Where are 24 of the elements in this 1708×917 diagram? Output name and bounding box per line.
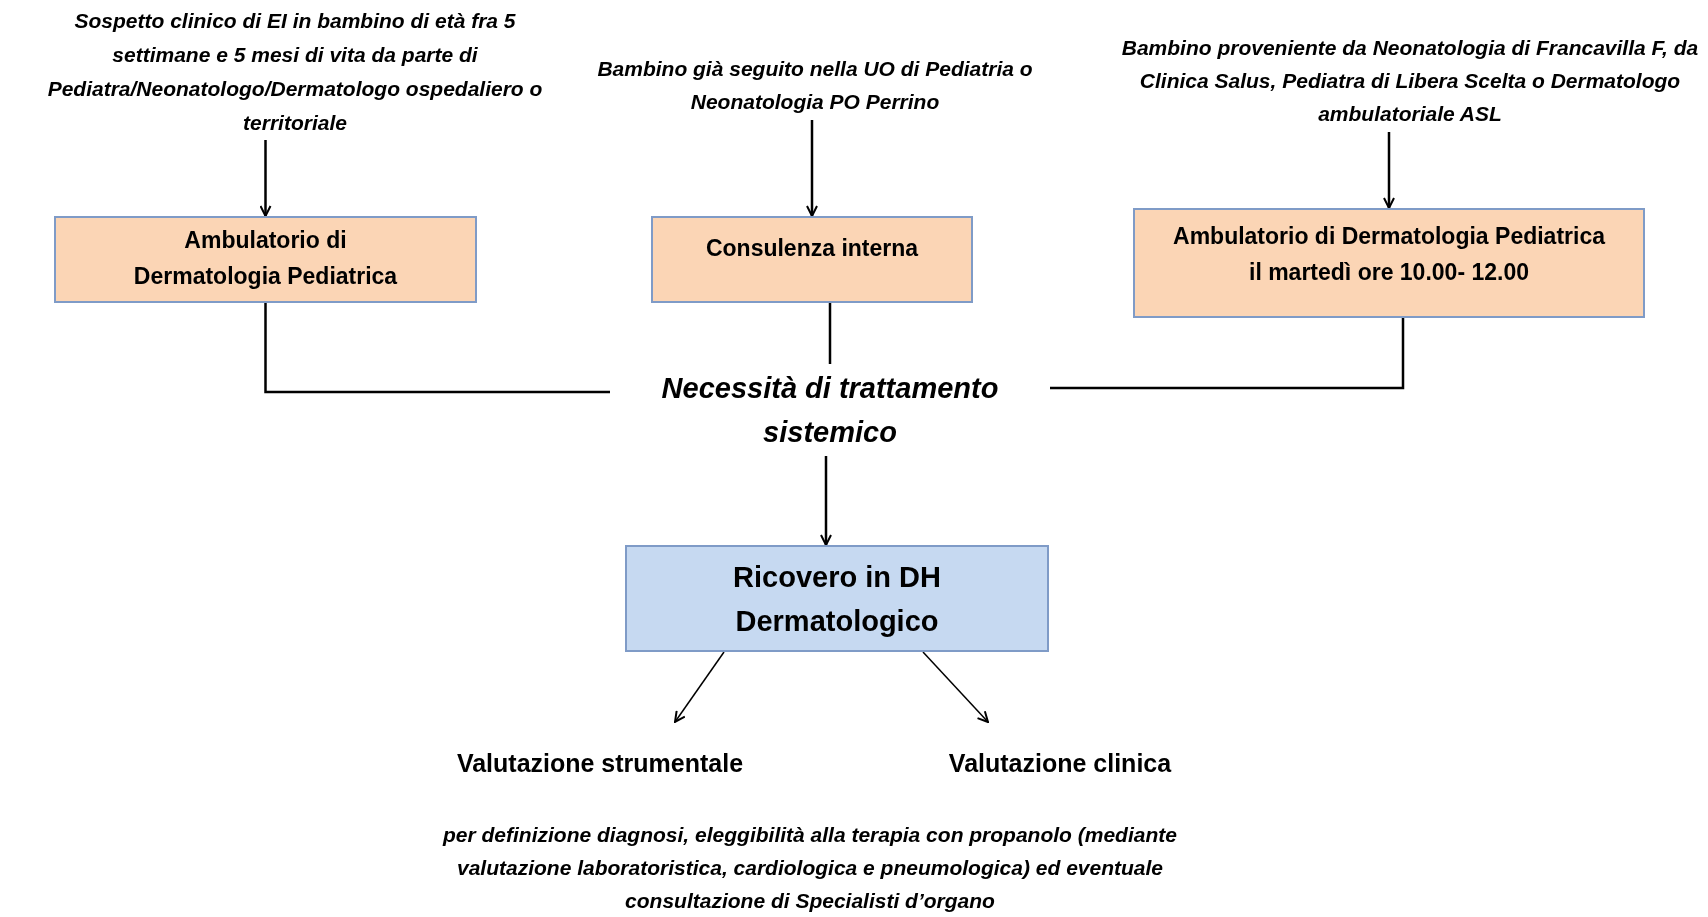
process-box	[54, 216, 477, 303]
box-label: Ambulatorio di Dermatologia Pediatrica	[132, 226, 399, 291]
process-box	[651, 216, 973, 303]
source-note: Bambino già seguito nella UO di Pediatria o Neonatologia PO Perrino	[596, 56, 1034, 115]
arrow	[806, 120, 818, 217]
process-box	[1133, 208, 1645, 318]
box-label: Ambulatorio di Dermatologia Pediatrica il martedì ore 10.00- 12.00	[1172, 222, 1607, 287]
box-label: Ricovero in DH Dermatologico	[732, 559, 942, 639]
arrow	[259, 140, 272, 217]
outcome-text: Valutazione clinica	[948, 747, 1172, 779]
connector-line	[264, 303, 610, 394]
arrow	[820, 456, 832, 546]
box-label: Consulenza interna	[705, 234, 919, 263]
source-note: Bambino proveniente da Neonatologia di Francavilla F, da Clinica Salus, Pediatra di Libera Scelta o Dermatologo ambulatoriale ASL	[1120, 34, 1700, 127]
decision-text: Necessità di trattamento sistemico	[660, 371, 1000, 450]
outcome-text: Valutazione strumentale	[456, 747, 744, 779]
connector-line	[1050, 318, 1405, 390]
note-text: per definizione diagnosi, eleggibilità alla terapia con propanolo (mediante valutazione laboratoristica, cardiologica e pneumologica) ed eventuale consultazione di Specialisti d’organo	[441, 822, 1178, 914]
arrow	[922, 651, 989, 723]
connector-line	[828, 303, 832, 364]
arrow	[1383, 132, 1395, 209]
process-box	[625, 545, 1049, 652]
source-note: Sospetto clinico di EI in bambino di età fra 5 settimane e 5 mesi di vita da parte di Pediatra/Neonatologo/Dermatologo ospedaliero o territoriale	[46, 8, 544, 136]
arrow	[674, 651, 725, 723]
